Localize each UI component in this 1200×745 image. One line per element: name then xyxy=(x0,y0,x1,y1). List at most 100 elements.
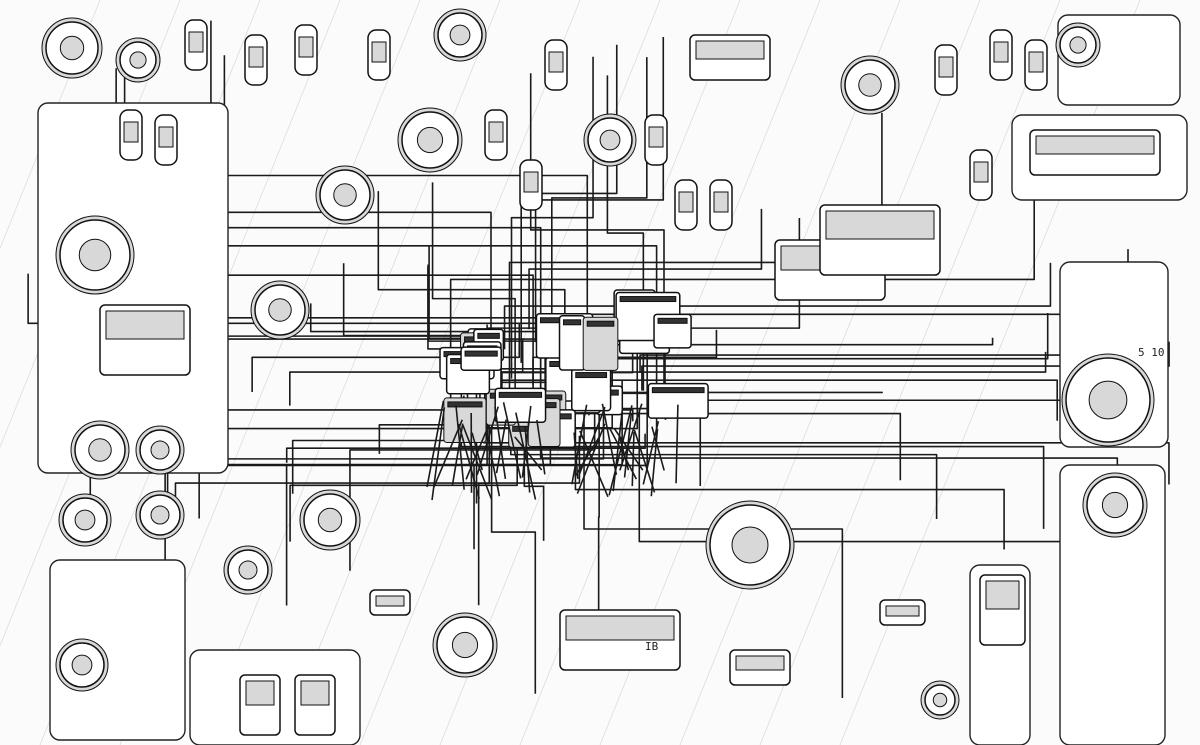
chip-vent xyxy=(563,319,582,326)
chip-vent xyxy=(651,387,705,394)
dial-center-icon xyxy=(858,73,882,97)
chip-lead xyxy=(514,436,543,471)
chip-lead xyxy=(612,408,624,492)
module-screen-icon xyxy=(245,680,275,706)
chip-lead xyxy=(650,428,659,497)
chip-lead xyxy=(623,413,633,478)
chip-lead xyxy=(571,404,588,485)
equipment-panel xyxy=(37,102,229,474)
dial-center-icon xyxy=(1088,380,1128,420)
chip-lead xyxy=(618,434,630,471)
dial-center-icon xyxy=(1101,491,1129,519)
equipment-panel xyxy=(49,559,186,741)
chip-lead xyxy=(462,425,493,500)
chip-lead xyxy=(619,403,643,471)
chip-lead xyxy=(536,419,546,475)
wire xyxy=(289,428,518,542)
chip-lead xyxy=(675,404,679,484)
chip-vent xyxy=(586,320,615,327)
capacitor-band-icon xyxy=(298,36,314,58)
module-screen-icon xyxy=(695,40,765,60)
components xyxy=(41,8,1161,736)
module-screen-icon xyxy=(825,210,935,240)
wire xyxy=(166,323,639,534)
capacitor-band-icon xyxy=(488,121,504,143)
dial-center-icon xyxy=(1069,36,1087,54)
capacitor-band-icon xyxy=(158,126,174,148)
wire xyxy=(309,303,563,360)
chip-lead xyxy=(485,431,501,497)
wire xyxy=(508,112,883,412)
right-tag-label: 5 10 xyxy=(1138,346,1165,359)
dial-center-icon xyxy=(71,654,93,676)
wire xyxy=(251,322,521,393)
capacitor-band-icon xyxy=(648,126,664,148)
wire xyxy=(289,338,524,406)
chip-block xyxy=(582,316,619,371)
capacitor-band-icon xyxy=(713,191,729,213)
dial-center-icon xyxy=(599,129,621,151)
chip-vent xyxy=(575,372,608,379)
wire xyxy=(574,429,1005,550)
module-screen-icon xyxy=(105,310,185,340)
dial-center-icon xyxy=(268,298,292,322)
chip-vent xyxy=(657,317,688,324)
capacitor-band-icon xyxy=(938,56,954,78)
chip-lead xyxy=(579,430,609,498)
module-screen-icon xyxy=(300,680,330,706)
module-screen-icon xyxy=(1035,135,1155,155)
wire xyxy=(210,20,589,331)
wire xyxy=(641,341,1170,391)
chip-lead xyxy=(574,436,601,477)
wire xyxy=(639,337,1094,373)
wire xyxy=(666,396,1082,405)
chip-lead xyxy=(502,402,522,479)
center-tag-label: IB xyxy=(645,640,659,653)
dial-center-icon xyxy=(74,509,96,531)
dial-center-icon xyxy=(129,51,147,69)
dial-center-icon xyxy=(78,238,112,272)
chip-block xyxy=(460,346,503,372)
dial-center-icon xyxy=(238,560,258,580)
capacitor-band-icon xyxy=(188,31,204,53)
capacitor-band-icon xyxy=(973,161,989,183)
dial-center-icon xyxy=(932,692,948,708)
wire xyxy=(501,351,1047,393)
chip-lead xyxy=(631,432,635,487)
chip-lead xyxy=(613,427,644,471)
dial-center-icon xyxy=(88,438,112,462)
chip-vent xyxy=(447,401,483,408)
capacitor-band-icon xyxy=(678,191,694,213)
chip-lead xyxy=(431,407,446,501)
equipment-panel xyxy=(1059,464,1166,745)
chip-lead xyxy=(465,424,490,480)
chip-lead xyxy=(494,406,507,479)
capacitor-band-icon xyxy=(523,171,539,193)
chip-lead xyxy=(426,400,445,488)
capacitor-band-icon xyxy=(248,46,264,68)
chip-block xyxy=(443,397,487,443)
dial-center-icon xyxy=(416,126,444,154)
dial-center-icon xyxy=(150,440,170,460)
chip-lead xyxy=(573,432,579,479)
capacitor-band-icon xyxy=(123,121,139,143)
chip-vent xyxy=(498,391,543,398)
capacitor-band-icon xyxy=(1028,51,1044,73)
dial-center-icon xyxy=(150,505,170,525)
chip-lead xyxy=(524,426,531,493)
chip-lead xyxy=(576,423,606,494)
chip-lead xyxy=(651,426,665,471)
dial-center-icon xyxy=(451,631,479,659)
wire xyxy=(528,208,763,330)
chip-lead xyxy=(633,429,656,493)
chip-lead xyxy=(608,405,633,496)
chip-lead xyxy=(608,427,638,480)
dial-center-icon xyxy=(59,35,85,61)
dial-center-icon xyxy=(449,24,471,46)
dial-center-icon xyxy=(333,183,357,207)
chip-lead xyxy=(458,423,481,499)
wire xyxy=(503,262,1052,350)
chip-lead xyxy=(601,403,618,475)
chip-lead xyxy=(433,419,463,488)
